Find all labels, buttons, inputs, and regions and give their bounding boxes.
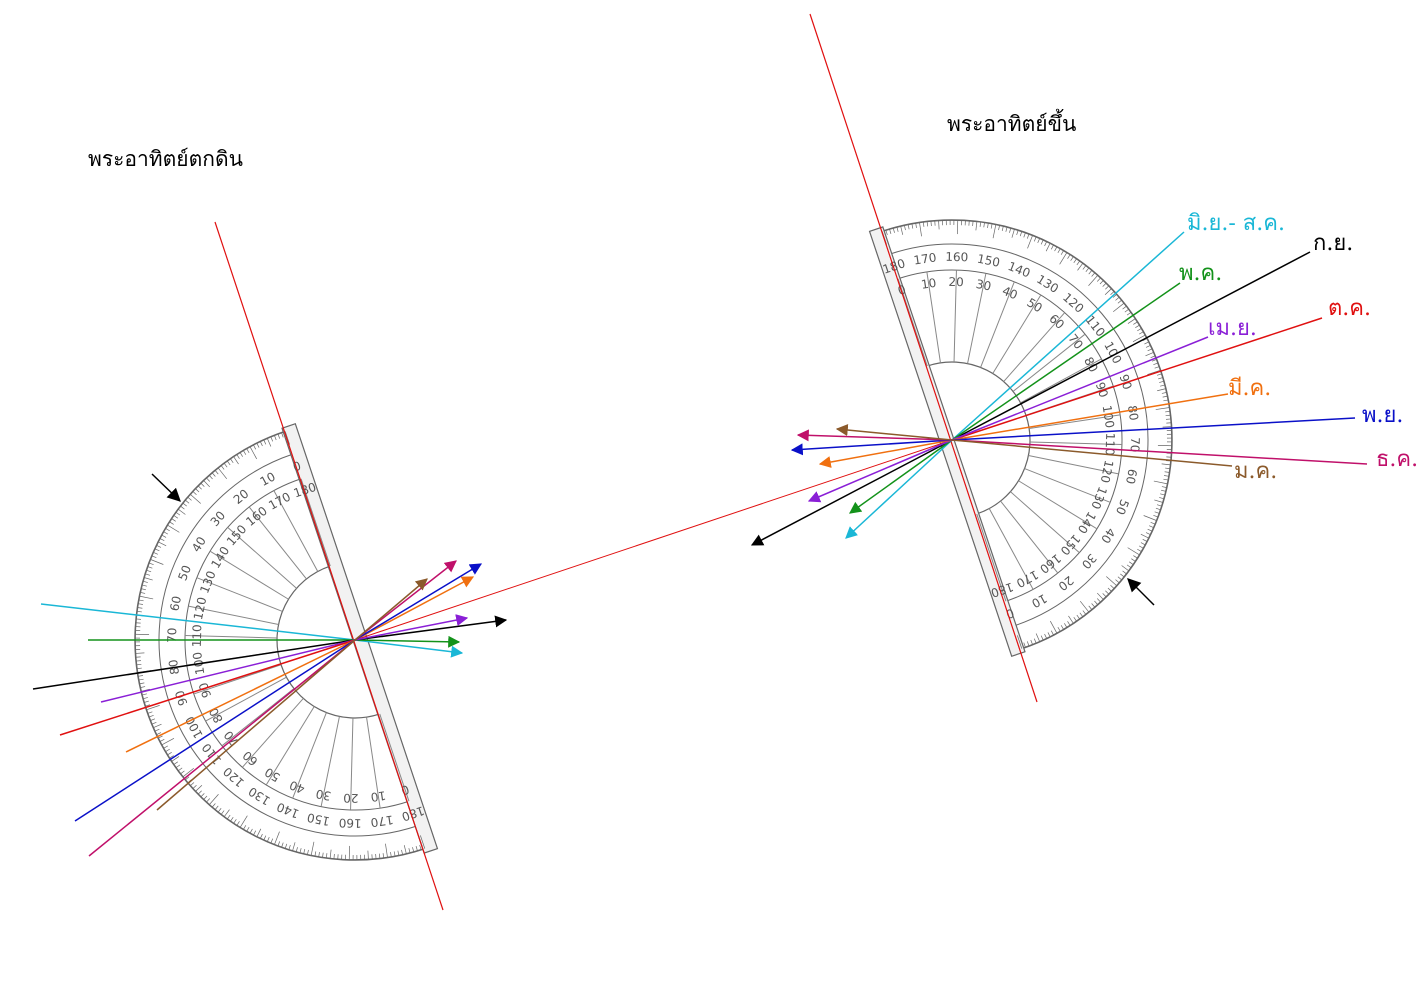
protractor-scale-outer: 90 [1116, 372, 1134, 391]
ray-tail-nov [74, 639, 356, 822]
protractor-scale-outer: 50 [175, 563, 194, 582]
sunset-rays [32, 560, 508, 857]
ray-dec [796, 429, 953, 442]
protractor-scale-inner: 120 [1098, 459, 1116, 484]
protractor-scale-inner: 120 [191, 596, 209, 621]
ray-tail-apr [100, 639, 356, 703]
sunset-title: พระอาทิตย์ตกดิน [88, 147, 243, 171]
ray-jun-aug [354, 639, 464, 658]
protractor-scale-inner: 0 [896, 282, 908, 298]
protractor-scale-inner: 90 [196, 681, 214, 700]
axis-line-right [809, 13, 1038, 703]
protractor-scale-outer: 50 [1113, 497, 1132, 516]
ray-tail-oct [59, 639, 356, 736]
ray-tail-nov [951, 417, 1356, 441]
protractor-scale-inner: 20 [343, 791, 359, 805]
month-label-dec: ธ.ค. [1376, 447, 1418, 472]
protractor-scale-inner: 0 [399, 782, 411, 798]
protractor-scale-outer: 180 [400, 803, 426, 824]
protractor-scale-outer: 10 [258, 469, 278, 489]
protractor-scale-inner: 100 [1100, 404, 1117, 429]
protractor-scale-outer: 150 [306, 810, 331, 828]
protractor-scale-inner: 50 [1024, 295, 1044, 315]
ray-tail-dec [951, 439, 1368, 465]
protractor-scale-outer: 180 [881, 256, 907, 277]
protractor-scale-inner: 20 [948, 275, 964, 289]
protractor-scale-inner: 180 [989, 580, 1015, 601]
ray-tail-sep [951, 251, 1311, 441]
ray-tail-jan [156, 639, 356, 811]
protractor-scale-outer: 40 [1098, 525, 1118, 545]
month-label-may: พ.ค. [1179, 261, 1222, 286]
month-label-apr: เม.ย. [1208, 316, 1257, 341]
ray-tail-sep [32, 639, 356, 690]
protractor-scale-outer: 80 [1125, 404, 1141, 421]
protractor-scale-outer: 90 [172, 689, 190, 708]
month-label-oct: ต.ค. [1328, 296, 1371, 321]
ray-tail-oct [951, 317, 1323, 441]
protractor-scale-outer: 70 [165, 627, 179, 643]
protractor-scale-outer: 40 [189, 534, 209, 554]
ray-mar [354, 576, 475, 641]
ray-tail-jun-aug [951, 231, 1185, 441]
connecting-line [354, 439, 953, 641]
protractor-scale-inner: 180 [292, 480, 318, 501]
month-label-jun-aug: มิ.ย.- ส.ค. [1187, 211, 1285, 236]
protractor-scale-inner: 40 [1000, 284, 1019, 303]
axis-line-left [214, 221, 444, 911]
protractor-scale-inner: 110 [190, 624, 205, 647]
ray-may [849, 439, 953, 514]
protractor-scale-inner: 10 [370, 788, 387, 804]
protractor-scale-inner: 10 [920, 276, 937, 292]
ray-may [354, 635, 461, 648]
ray-sep [750, 439, 953, 546]
ray-apr [354, 614, 469, 641]
protractor-scale-outer: 0 [291, 459, 303, 475]
protractor-scale-inner: 110 [1103, 433, 1118, 456]
ray-nov [790, 439, 953, 456]
ray-nov [354, 563, 483, 641]
protractor-scale-outer: 160 [339, 816, 362, 831]
ray-jan [354, 578, 428, 641]
month-labels: มิ.ย.- ส.ค. ก.ย. พ.ค. ต.ค. เม.ย. มี.ค. พ.ย. ธ.ค… [1179, 211, 1418, 484]
month-label-nov: พ.ย. [1362, 403, 1403, 428]
sunrise-rays [750, 231, 1368, 546]
ray-tail-dec [88, 639, 356, 857]
ray-dec [354, 560, 457, 641]
ray-sep [354, 615, 508, 641]
ray-tail-may [951, 282, 1181, 441]
ray-tail-jun-aug [40, 603, 356, 641]
ray-tail-mar [125, 639, 356, 753]
protractor-scale-outer: 170 [370, 812, 395, 829]
month-label-sep: ก.ย. [1313, 231, 1353, 256]
ray-jan [835, 424, 953, 441]
protractor-scale-outer: 0 [1004, 606, 1016, 622]
ray-mar [818, 439, 953, 468]
protractor-scale-outer: 60 [1123, 468, 1140, 486]
month-label-jan: ม.ค. [1234, 459, 1277, 484]
protractor-scale-outer: 60 [167, 595, 184, 613]
sunrise-title: พระอาทิตย์ขึ้น [947, 112, 1077, 136]
protractor-scale-inner: 30 [975, 277, 993, 294]
protractor-scale-inner: 30 [315, 786, 333, 803]
ray-tail-jan [951, 439, 1233, 467]
ray-tail-mar [951, 393, 1229, 441]
pointer-arrow-right [1127, 578, 1155, 606]
protractor-scale-inner: 50 [262, 765, 282, 785]
protractor-scale-outer: 170 [913, 250, 938, 267]
ray-jun-aug [845, 439, 953, 539]
pointer-arrow-left [151, 473, 181, 502]
protractor-sunset: 0102030405060708090100110120130140150160… [134, 423, 439, 861]
protractor-scale-outer: 150 [976, 252, 1001, 270]
ray-apr [807, 439, 953, 503]
protractor-scale-outer: 10 [1029, 591, 1049, 611]
month-label-mar: มี.ค. [1228, 376, 1271, 401]
ray-tail-apr [951, 336, 1209, 441]
protractor-scale-inner: 40 [287, 778, 306, 797]
protractor-scale-outer: 160 [945, 250, 968, 265]
protractor-scale-outer: 70 [1128, 437, 1142, 453]
